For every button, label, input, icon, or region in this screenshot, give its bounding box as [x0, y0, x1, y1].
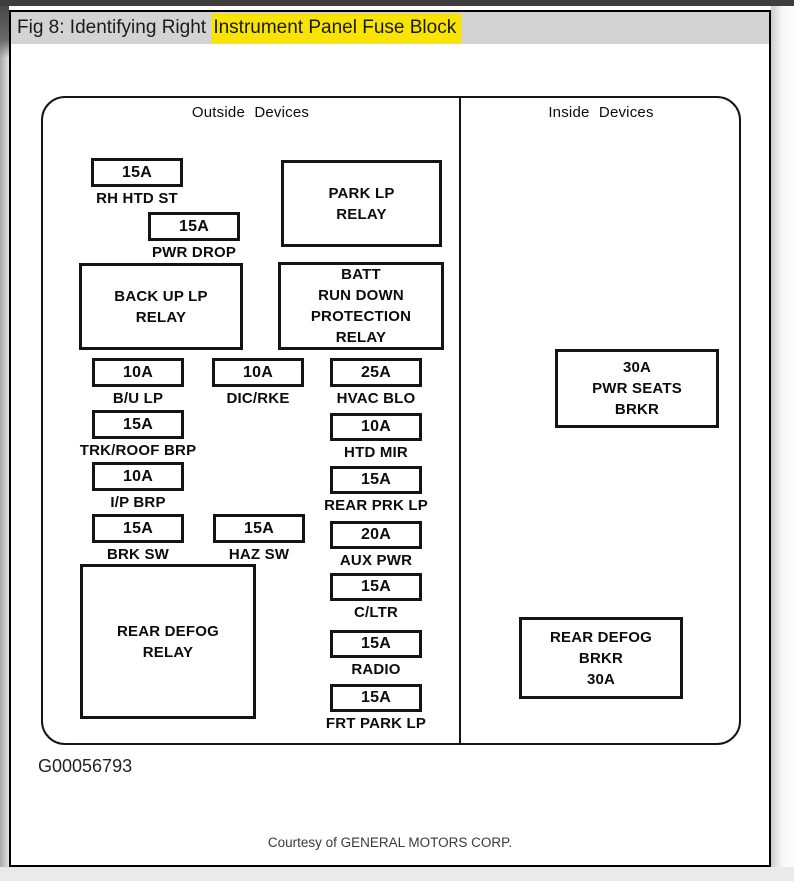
fuse-label-htd-mir: HTD MIR	[344, 444, 408, 461]
fuse-label-radio: RADIO	[351, 661, 401, 678]
fuse-amp-rating: 15A	[361, 471, 391, 488]
fuse-box-c-ltr: 15A	[330, 573, 422, 601]
fuse-box-frt-park-lp: 15A	[330, 684, 422, 712]
window-top-edge	[0, 0, 794, 6]
batt-run-down-protection-relay: BATT RUN DOWN PROTECTION RELAY	[278, 262, 444, 350]
relay-text-line: RELAY	[135, 308, 187, 326]
fuse-label-pwr-drop: PWR DROP	[151, 244, 237, 261]
fuse-amp-rating: 15A	[244, 519, 274, 537]
relay-text-line: REAR DEFOG	[549, 628, 652, 646]
fuse-amp-rating: 10A	[123, 363, 153, 381]
fuse-label-dic-rke: DIC/RKE	[226, 390, 290, 407]
fuse-box-dic-rke: 10A	[212, 358, 304, 387]
fuse-label-b-u-lp: B/U LP	[112, 390, 164, 407]
fuse-label-haz-sw: HAZ SW	[228, 546, 290, 563]
relay-text-line: RELAY	[336, 205, 387, 223]
fuse-box-haz-sw: 15A	[213, 514, 305, 543]
window-bottom-edge	[0, 867, 794, 881]
relay-text-line: 30A	[622, 359, 652, 376]
relay-text-line: RUN DOWN	[318, 287, 404, 304]
fuse-amp-rating: 20A	[361, 526, 391, 543]
relay-text-line: 30A	[586, 670, 616, 688]
fuse-label-c-ltr: C/LTR	[353, 604, 399, 621]
fuse-amp-rating: 15A	[123, 519, 153, 537]
relay-text-line: BRKR	[614, 401, 660, 418]
fuse-box-htd-mir: 10A	[330, 413, 422, 441]
fuse-box-pwr-drop: 15A	[148, 212, 240, 241]
fuse-box-aux-pwr: 20A	[330, 521, 422, 549]
fuse-box-b-u-lp: 10A	[92, 358, 184, 387]
fuse-label-hvac-blo: HVAC BLO	[336, 390, 416, 407]
window-left-edge	[0, 6, 9, 867]
fuse-amp-rating: 15A	[123, 415, 153, 433]
fuse-label-frt-park-lp: FRT PARK LP	[325, 715, 427, 732]
relay-text-line: BATT	[341, 266, 381, 283]
fuse-box-radio: 15A	[330, 630, 422, 658]
relay-text-line: BRKR	[578, 649, 624, 667]
fuse-amp-rating: 10A	[123, 467, 153, 485]
relay-text-line: PROTECTION	[310, 308, 412, 325]
park-lp-relay: PARK LP RELAY	[281, 160, 442, 247]
fuse-amp-rating: 15A	[361, 689, 391, 706]
relay-text-line: REAR DEFOG	[116, 622, 219, 640]
fuse-label-aux-pwr: AUX PWR	[339, 552, 413, 569]
fuse-box-trk-roof-brp: 15A	[92, 410, 184, 439]
fuse-amp-rating: 15A	[361, 635, 391, 652]
fuse-label-i-p-brp: I/P BRP	[110, 494, 166, 511]
figure-title-bar: Fig 8: Identifying Right Instrument Pane…	[11, 12, 769, 44]
fuse-label-trk-roof-brp: TRK/ROOF BRP	[79, 442, 197, 459]
fuse-amp-rating: 15A	[361, 578, 391, 595]
figure-id: G00056793	[38, 756, 133, 776]
fuse-box-hvac-blo: 25A	[330, 358, 422, 387]
fuse-label-rear-prk-lp: REAR PRK LP	[324, 497, 428, 514]
relay-text-line: RELAY	[142, 643, 194, 661]
inside-devices-title: Inside Devices	[548, 104, 654, 121]
relay-text-line: PARK LP	[328, 184, 395, 202]
fuse-label-brk-sw: BRK SW	[106, 546, 170, 563]
pwr-seats-brkr: 30A PWR SEATS BRKR	[555, 349, 719, 428]
fuse-box-rear-prk-lp: 15A	[330, 466, 422, 494]
outside-devices-title: Outside Devices	[191, 104, 310, 121]
fuse-box-rh-htd-st: 15A	[91, 158, 183, 187]
relay-text-line: BACK UP LP	[114, 287, 208, 305]
window-left-edge-shadow	[0, 6, 9, 58]
window-right-edge	[771, 6, 794, 881]
fuse-box-brk-sw: 15A	[92, 514, 184, 543]
rear-defog-relay: REAR DEFOG RELAY	[80, 564, 256, 719]
fuse-amp-rating: 15A	[179, 217, 209, 235]
relay-text-line: RELAY	[335, 329, 387, 346]
figure-title-prefix: Fig 8: Identifying Right	[17, 17, 212, 38]
fuse-amp-rating: 10A	[243, 363, 273, 381]
relay-text-line: PWR SEATS	[592, 380, 682, 397]
fuse-amp-rating: 15A	[122, 163, 152, 181]
figure-title-highlight: Instrument Panel Fuse Block	[211, 13, 462, 43]
fuse-amp-rating: 25A	[361, 363, 391, 381]
fuse-amp-rating: 10A	[361, 418, 391, 435]
fuse-label-rh-htd-st: RH HTD ST	[96, 190, 178, 207]
courtesy-note: Courtesy of GENERAL MOTORS CORP.	[267, 835, 513, 850]
back-up-lp-relay: BACK UP LP RELAY	[79, 263, 243, 350]
fuse-box-i-p-brp: 10A	[92, 462, 184, 491]
rear-defog-brkr: REAR DEFOG BRKR 30A	[519, 617, 683, 699]
region-divider-line	[459, 97, 461, 744]
